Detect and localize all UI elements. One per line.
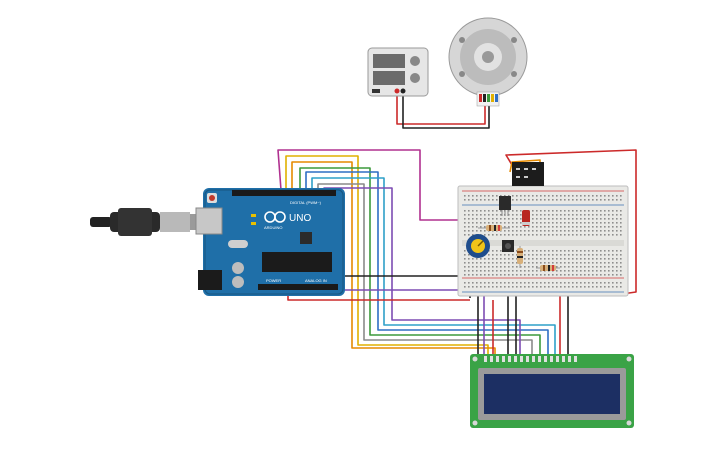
power-header-label: POWER <box>266 278 281 283</box>
wire-orange-1[interactable] <box>291 161 496 358</box>
resistor-2[interactable] <box>517 246 523 268</box>
resistor-3[interactable] <box>536 265 560 271</box>
digital-header-label: DIGITAL (PWM~) <box>290 200 322 205</box>
negative-terminal[interactable] <box>400 88 406 94</box>
wire-green-1[interactable] <box>299 167 541 358</box>
resistor-1[interactable] <box>478 225 510 231</box>
wire-blue-1[interactable] <box>305 171 549 358</box>
voltage-display <box>373 54 405 68</box>
relay[interactable] <box>512 162 544 186</box>
led-icon <box>251 214 256 217</box>
wire-gray-1[interactable] <box>317 183 533 358</box>
power-switch[interactable] <box>372 89 380 93</box>
current-display <box>373 71 405 85</box>
dc-motor-encoder[interactable] <box>448 17 528 107</box>
crystal <box>228 240 248 248</box>
arduino-uno[interactable]: UNO ARDUINO DIGITAL (PWM~) ANALOG IN POW… <box>195 188 345 296</box>
wire-yellow-1[interactable] <box>285 155 489 358</box>
analog-header-label: ANALOG IN <box>305 278 327 283</box>
transistor[interactable] <box>499 196 511 216</box>
voltage-knob-icon[interactable] <box>410 56 420 66</box>
board-model-label: UNO <box>289 213 311 224</box>
power-jack <box>198 270 222 290</box>
current-knob-icon[interactable] <box>410 73 420 83</box>
power-supply[interactable] <box>367 47 429 97</box>
power-analog-header[interactable] <box>258 284 338 290</box>
lcd-pin-header <box>484 356 577 362</box>
wire-magenta[interactable] <box>277 149 460 221</box>
atmega-chip <box>262 252 332 272</box>
wire-relay-red[interactable] <box>505 149 637 295</box>
potentiometer[interactable] <box>466 234 490 258</box>
wire-cyan-1[interactable] <box>311 177 556 358</box>
lcd-screen <box>484 374 620 414</box>
led-icon <box>251 222 256 225</box>
arduino-logo-icon <box>264 211 286 223</box>
positive-terminal[interactable] <box>394 88 400 94</box>
capacitor <box>232 276 244 288</box>
wire-supply-red[interactable] <box>396 92 486 125</box>
usb-cable[interactable] <box>90 208 206 236</box>
pushbutton[interactable] <box>502 240 514 252</box>
usb-chip <box>300 232 312 244</box>
diode[interactable] <box>522 210 530 226</box>
usb-jack <box>195 207 223 235</box>
board-brand-label: ARDUINO <box>264 225 282 230</box>
lcd-16x2[interactable] <box>470 354 634 428</box>
capacitor <box>232 262 244 274</box>
center-channel <box>462 240 624 246</box>
wire-supply-black[interactable] <box>402 92 490 129</box>
digital-header[interactable] <box>232 190 336 196</box>
